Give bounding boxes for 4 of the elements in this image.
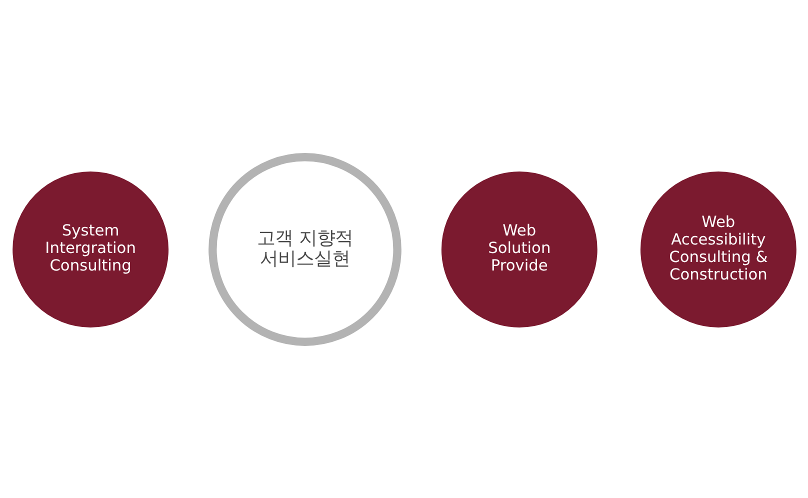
node-circle: System Intergration Consulting	[12, 171, 168, 327]
node-circle: Web Accessibility Consulting & Construction	[640, 171, 796, 327]
node-circle: Web Solution Provide	[440, 171, 597, 327]
node-circle: 고객 지향적 서비스실현	[208, 152, 401, 346]
